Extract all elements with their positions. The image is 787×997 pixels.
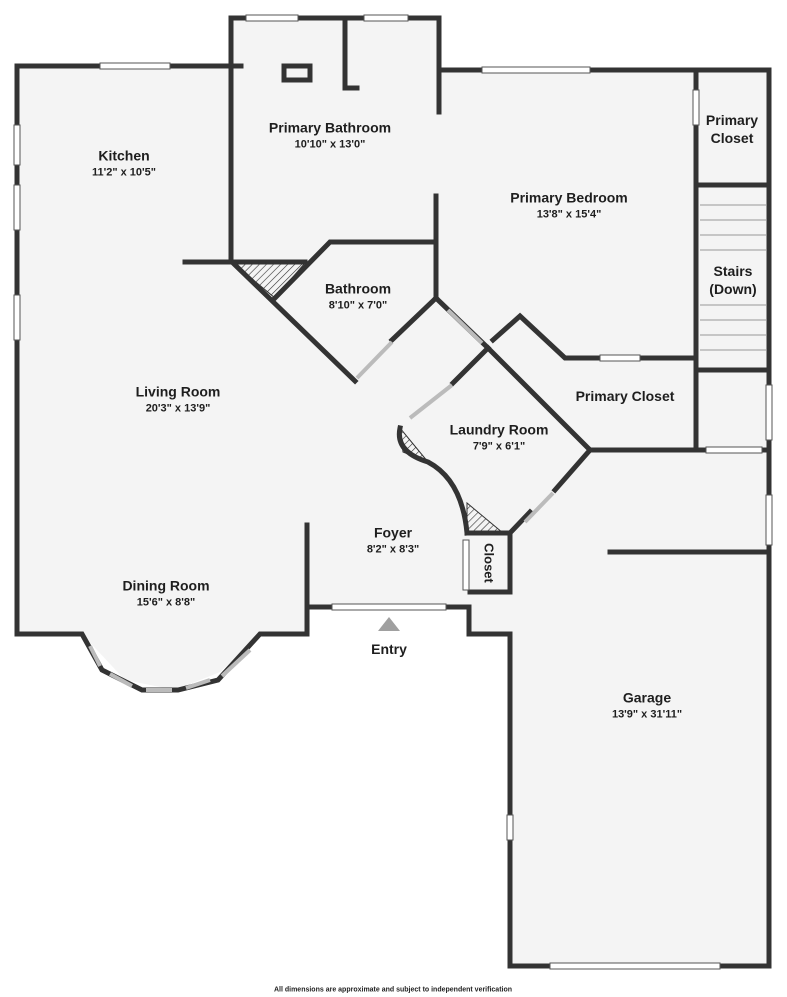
disclaimer-footer: All dimensions are approximate and subje… — [273, 986, 513, 994]
room-garage: Garage 13'9" x 31'11" — [612, 689, 682, 722]
room-dims: 8'10" x 7'0" — [328, 299, 388, 312]
room-living-room: Living Room 20'3" x 13'9" — [136, 383, 221, 416]
room-dims: 11'2" x 10'5" — [92, 166, 156, 179]
entry-label: Entry — [371, 641, 407, 657]
room-name: Bathroom — [324, 280, 392, 297]
room-primary-closet-mid: Primary Closet — [576, 387, 675, 405]
room-primary-bedroom: Primary Bedroom 13'8" x 15'4" — [510, 189, 627, 222]
room-primary-closet-top: Primary Closet — [706, 111, 758, 147]
windows — [13, 14, 773, 970]
room-name: Garage — [622, 689, 672, 706]
floor-areas — [17, 18, 769, 966]
room-name: Living Room — [135, 383, 221, 400]
room-dims: 15'6" x 8'8" — [136, 596, 196, 609]
room-name: Dining Room — [122, 577, 210, 594]
room-name: Laundry Room — [449, 421, 549, 438]
room-name-line1: Stairs — [713, 263, 753, 279]
room-dims: 13'8" x 15'4" — [536, 208, 602, 221]
room-dims: 7'9" x 6'1" — [472, 440, 526, 453]
room-dims: 20'3" x 13'9" — [145, 402, 211, 415]
room-dining-room: Dining Room 15'6" x 8'8" — [122, 577, 209, 610]
room-name: Foyer — [373, 524, 413, 541]
room-name: Primary Closet — [575, 388, 675, 404]
diagonal-openings — [88, 308, 555, 692]
room-foyer: Foyer 8'2" x 8'3" — [367, 524, 419, 557]
room-dims: 8'2" x 8'3" — [366, 543, 420, 556]
room-name-line2: (Down) — [709, 281, 757, 297]
room-laundry-room: Laundry Room 7'9" x 6'1" — [450, 421, 549, 454]
room-name-line1: Primary — [705, 112, 759, 128]
room-stairs: Stairs (Down) — [709, 262, 756, 298]
entry-arrow-icon — [378, 617, 400, 631]
stair-treads — [700, 204, 766, 351]
room-name: Primary Bathroom — [268, 119, 392, 136]
room-kitchen: Kitchen 11'2" x 10'5" — [92, 147, 156, 180]
room-dims: 13'9" x 31'11" — [611, 708, 683, 721]
room-name: Kitchen — [98, 147, 150, 164]
room-name: Primary Bedroom — [510, 189, 628, 206]
room-name-line2: Closet — [710, 130, 754, 146]
room-bathroom: Bathroom 8'10" x 7'0" — [325, 280, 391, 313]
room-closet: Closet — [481, 543, 497, 583]
room-dims: 10'10" x 13'0" — [294, 138, 366, 151]
room-primary-bathroom: Primary Bathroom 10'10" x 13'0" — [269, 119, 391, 152]
